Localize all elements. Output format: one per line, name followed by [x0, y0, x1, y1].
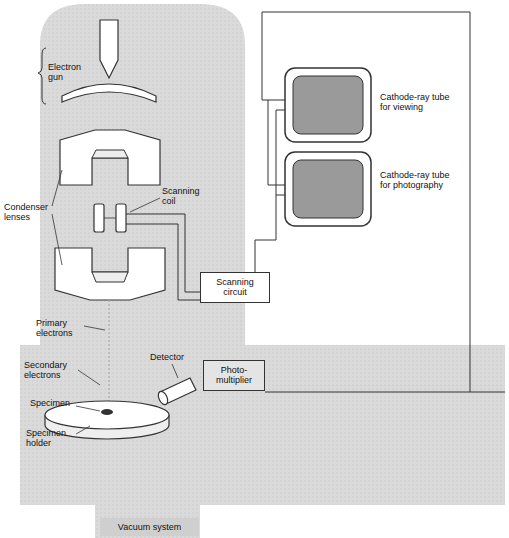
part-label: Condenser lenses	[4, 202, 52, 223]
part-label: Electron gun	[48, 62, 88, 83]
circuit-box: Scanning circuit	[200, 272, 270, 303]
part-label: Cathode-ray tube for photography	[380, 170, 460, 191]
vacuum-band: Vacuum system	[100, 518, 199, 536]
part-label: Primary electrons	[36, 318, 84, 339]
part-label: Cathode-ray tube for viewing	[380, 92, 460, 113]
node-text: Photo-multiplier	[207, 365, 261, 386]
part-label: Secondary electrons	[24, 360, 76, 381]
part-label: Specimen holder	[26, 428, 72, 449]
part-label: Scanning coil	[162, 186, 212, 207]
node-text: Scanning circuit	[204, 277, 266, 298]
part-label: Specimen	[30, 398, 76, 408]
photomultiplier-box: Photo-multiplier	[203, 360, 265, 391]
part-label: Detector	[150, 352, 195, 362]
node-text: Vacuum system	[103, 522, 196, 532]
